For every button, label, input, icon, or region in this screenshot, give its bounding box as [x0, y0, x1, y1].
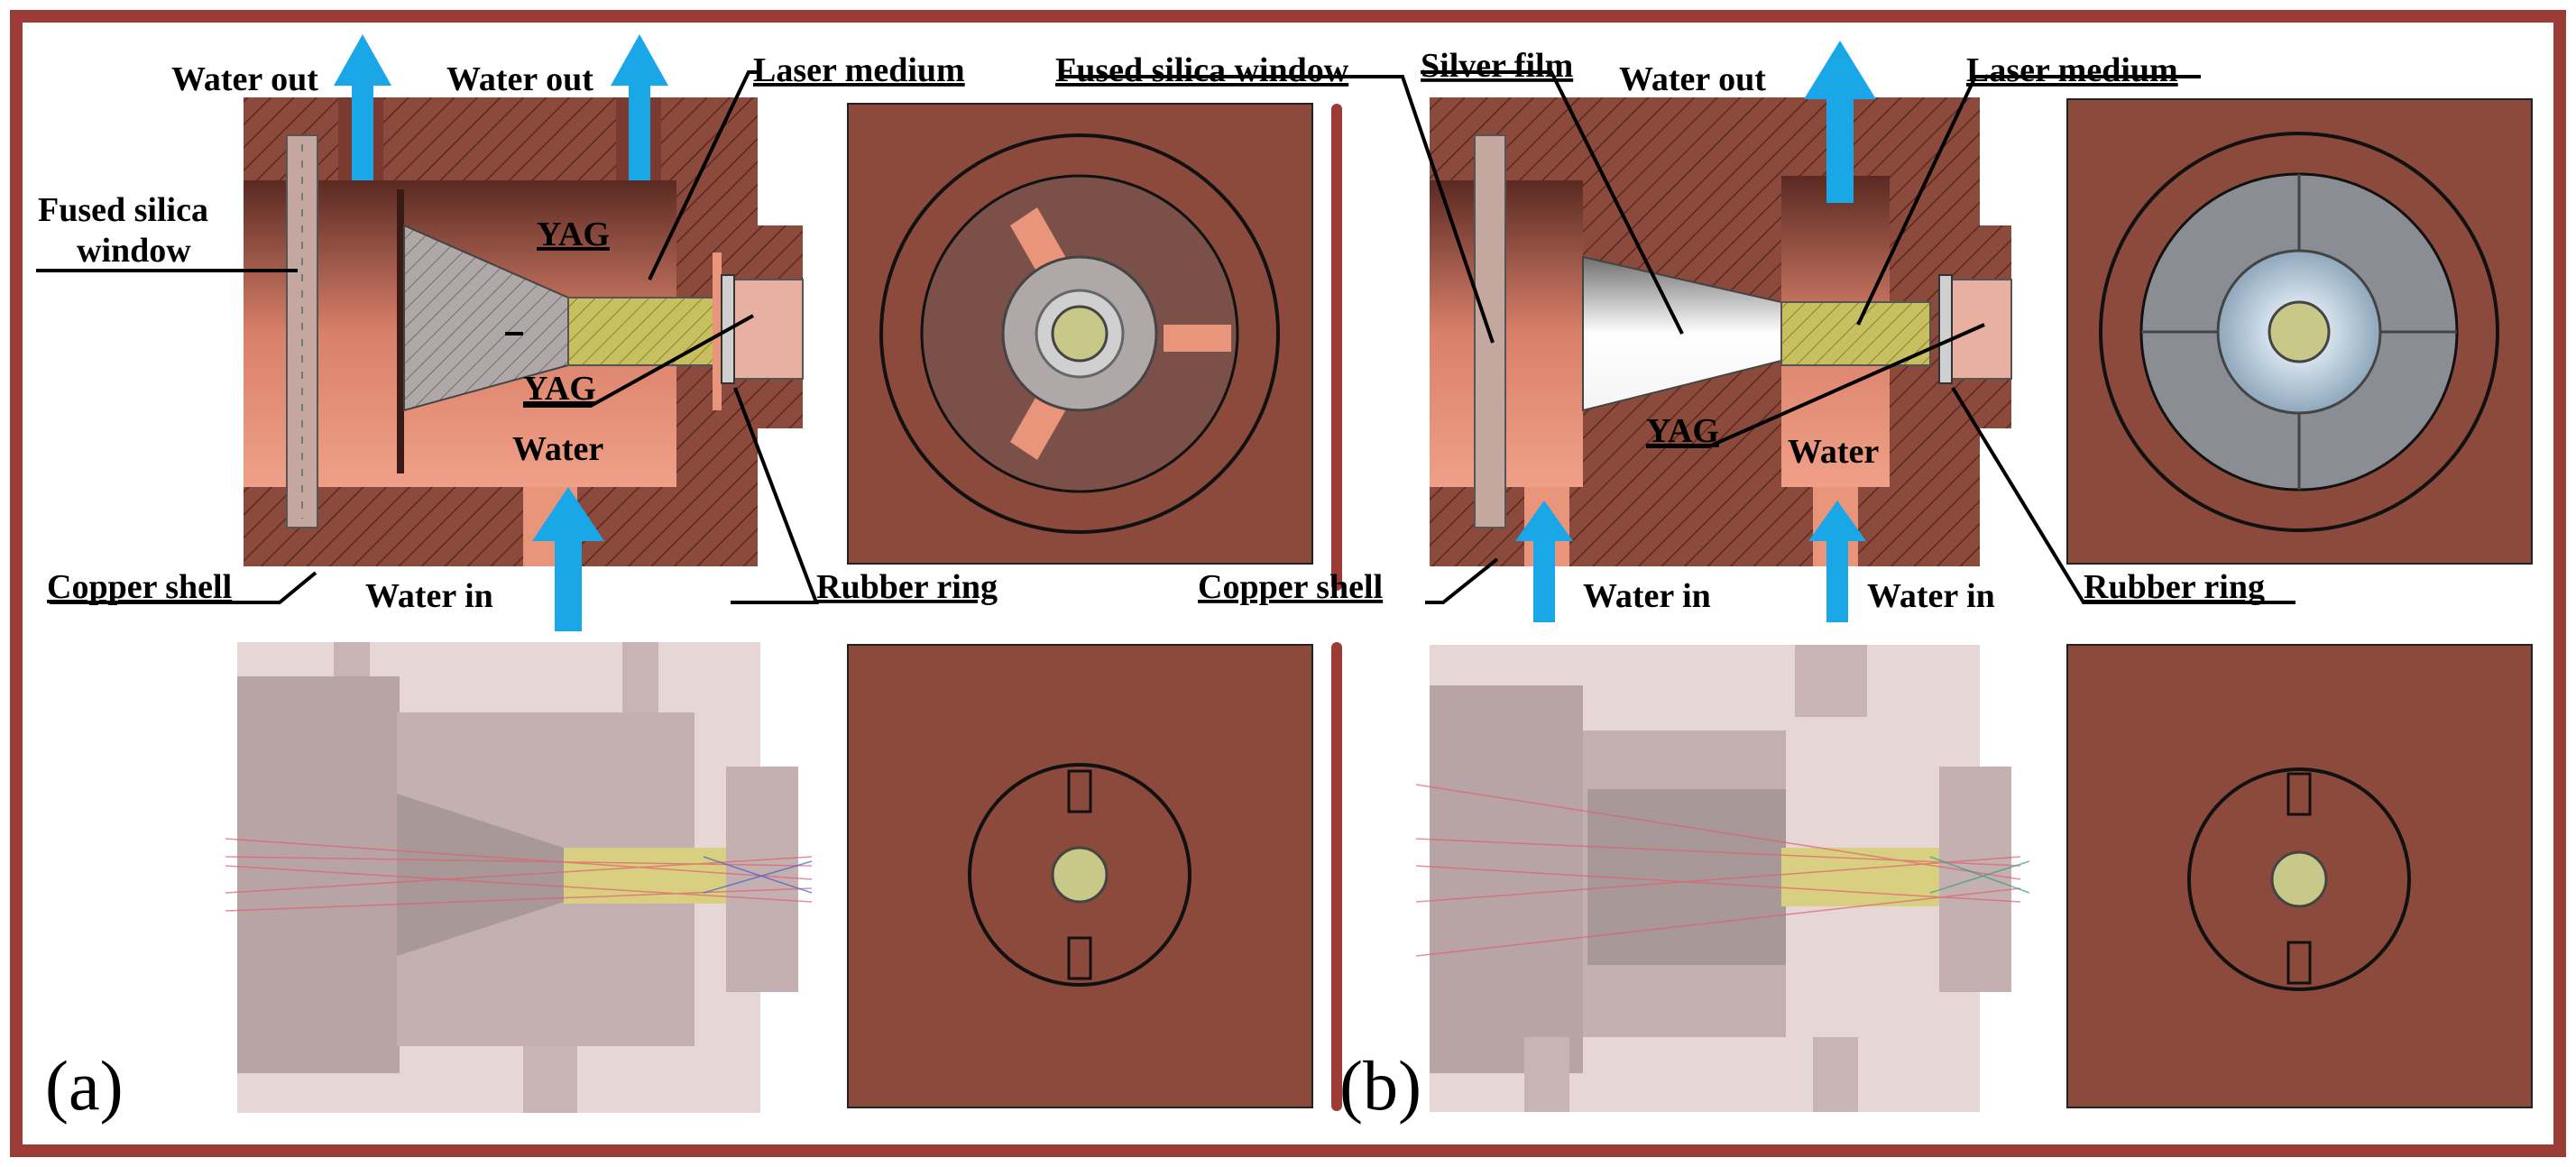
- label-water-a: Water: [512, 430, 603, 468]
- label-silver-film: Silver film: [1421, 47, 1573, 85]
- panel-b-flow-arrows: [1515, 41, 1876, 622]
- panel-a-lower-front-view: [847, 644, 1313, 1108]
- label-copper-shell-b: Copper shell: [1198, 568, 1383, 606]
- label-rubber-ring-a: Rubber ring: [816, 568, 998, 606]
- label-water-out-1: Water out: [171, 60, 318, 98]
- label-water-in-a: Water in: [365, 577, 493, 615]
- label-water-b: Water: [1788, 433, 1879, 471]
- panel-a-flow-arrows: [334, 34, 668, 631]
- label-water-out-2: Water out: [446, 60, 593, 98]
- label-water-in-b2: Water in: [1867, 577, 1995, 615]
- panel-b-front-view: [2066, 98, 2533, 565]
- panel-b-render: [1415, 645, 2030, 1112]
- label-yag-b: YAG: [1646, 412, 1719, 450]
- leader-lines: [36, 70, 2295, 604]
- label-fused-silica-a1: Fused silica: [38, 191, 208, 229]
- outer-frame: [10, 10, 2566, 1157]
- label-rubber-ring-b: Rubber ring: [2084, 568, 2265, 606]
- panel-divider-top: [1331, 104, 1342, 591]
- panel-divider-bottom: [1331, 642, 1342, 1111]
- panel-b-lower-front-view: [2066, 644, 2533, 1108]
- label-fused-silica-window-b: Fused silica window: [1055, 51, 1349, 89]
- label-yag-top-a: YAG: [537, 216, 610, 253]
- panel-b-cross-section: [1430, 97, 2012, 566]
- label-fused-silica-a2: window: [77, 232, 191, 270]
- panel-a-front-view: [847, 103, 1313, 565]
- panel-b-labels: Fused silica window Silver film Water ou…: [1055, 47, 2265, 615]
- label-water-out-b: Water out: [1619, 60, 1766, 98]
- panel-a-labels: Water out Water out Laser medium Fused s…: [38, 51, 998, 615]
- label-water-in-b1: Water in: [1583, 577, 1711, 615]
- label-copper-shell-a: Copper shell: [47, 568, 232, 606]
- panel-a-cross-section: [244, 97, 804, 566]
- label-laser-medium-a: Laser medium: [753, 51, 965, 89]
- panel-a-render: [225, 642, 813, 1113]
- label-laser-medium-b: Laser medium: [1966, 51, 2178, 89]
- panel-b-tag: (b): [1339, 1046, 1421, 1125]
- label-yag-bottom-a: YAG: [523, 370, 596, 408]
- panel-a-tag: (a): [45, 1046, 124, 1125]
